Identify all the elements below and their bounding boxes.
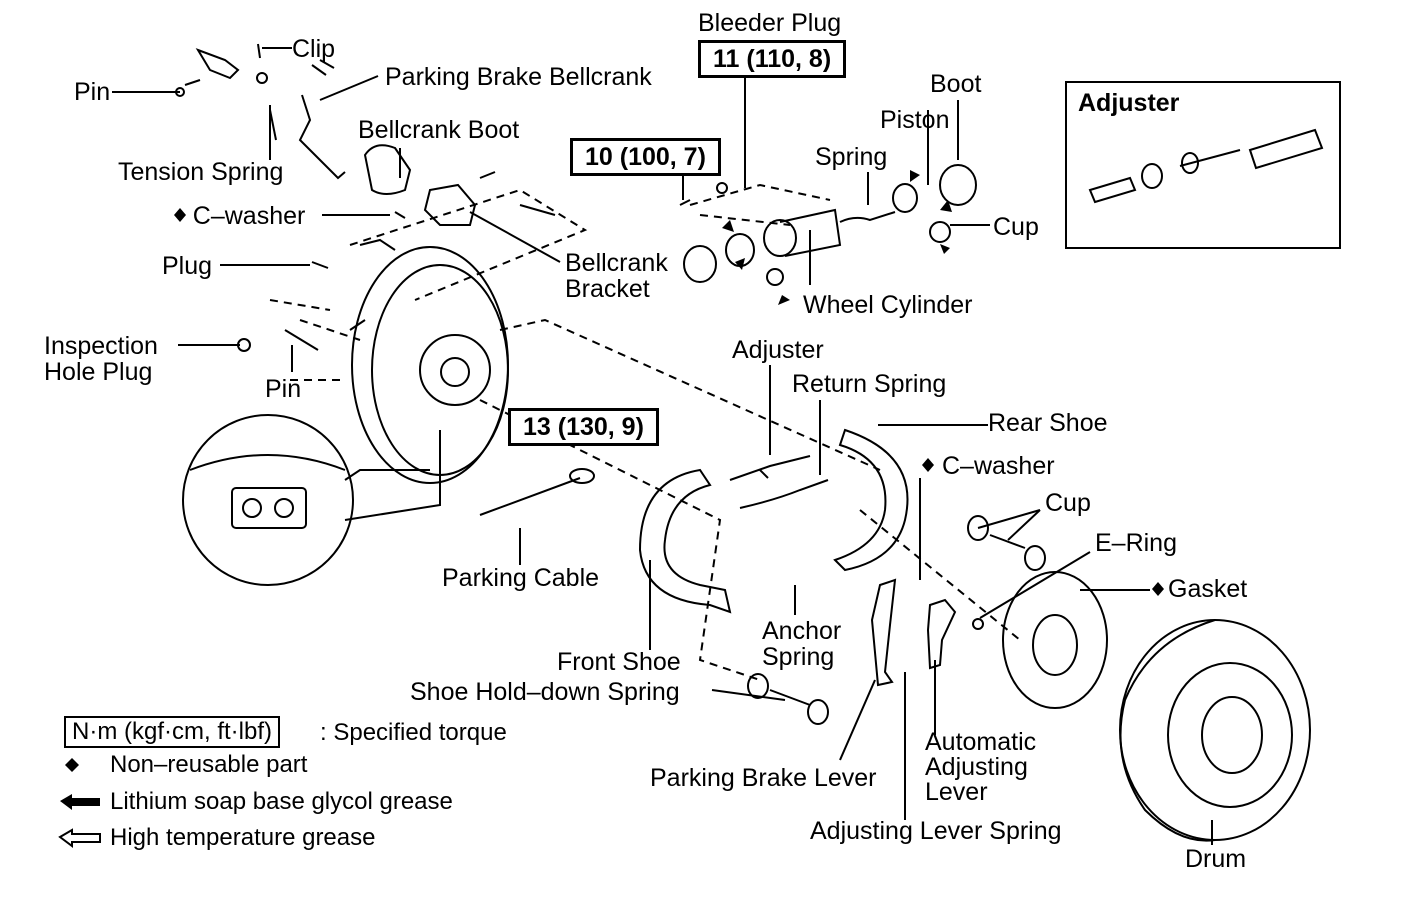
label-pin-mid: Pin (265, 375, 302, 403)
torque-backing-plate: 13 (130, 9) (508, 408, 659, 446)
label-spring-wc: Spring (815, 143, 888, 171)
label-bellcrank-boot: Bellcrank Boot (358, 116, 520, 144)
label-plug: Plug (162, 252, 213, 280)
label-adjuster: Adjuster (732, 336, 824, 364)
label-cup-right: Cup (1045, 489, 1091, 517)
label-parking-brake-bellcrank: Parking Brake Bellcrank (385, 63, 652, 91)
label-adjusting-lever-spring: Adjusting Lever Spring (810, 817, 1062, 845)
label-gasket: Gasket (1168, 575, 1248, 603)
legend-torque-desc: : Specified torque (320, 719, 507, 746)
label-parking-brake-lever: Parking Brake Lever (650, 764, 877, 792)
label-e-ring: E–Ring (1095, 529, 1177, 557)
legend-lithium-grease: Lithium soap base glycol grease (110, 788, 453, 815)
legend-high-temp-grease: High temperature grease (110, 824, 376, 851)
non-reusable-mark: ◆ (172, 208, 186, 228)
legend-torque-unit: N·m (kgf·cm, ft·lbf) (64, 716, 280, 748)
label-inspection-hole-plug: Inspection Hole Plug (44, 332, 158, 386)
inset-adjuster-title: Adjuster (1078, 89, 1180, 117)
label-tension-spring: Tension Spring (118, 158, 284, 186)
label-anchor-spring: Anchor Spring (762, 617, 842, 671)
label-cup-wc: Cup (993, 213, 1039, 241)
label-wheel-cylinder: Wheel Cylinder (803, 291, 973, 319)
label-automatic-adjusting-lever: Automatic Adjusting Lever (925, 728, 1037, 806)
torque-wheel-cylinder: 10 (100, 7) (570, 138, 721, 176)
label-bellcrank-bracket: Bellcrank Bracket (565, 249, 668, 303)
label-drum: Drum (1185, 845, 1247, 873)
label-c-washer-left-text: C–washer (192, 202, 306, 230)
label-boot: Boot (930, 70, 982, 98)
label-clip: Clip (292, 35, 336, 63)
label-rear-shoe: Rear Shoe (988, 409, 1108, 437)
label-bleeder-plug: Bleeder Plug (698, 9, 842, 37)
label-front-shoe: Front Shoe (557, 648, 681, 676)
label-pin-top: Pin (74, 78, 111, 106)
label-parking-cable: Parking Cable (442, 564, 600, 592)
label-c-washer-right: C–washer (942, 452, 1055, 480)
torque-bleeder: 11 (110, 8) (698, 40, 847, 78)
label-c-washer-left: ◆ C–washer (172, 202, 306, 231)
legend-non-reusable: Non–reusable part (110, 751, 308, 778)
label-piston: Piston (880, 106, 950, 134)
label-shoe-hold-down-spring: Shoe Hold–down Spring (410, 678, 680, 706)
label-return-spring: Return Spring (792, 370, 947, 398)
